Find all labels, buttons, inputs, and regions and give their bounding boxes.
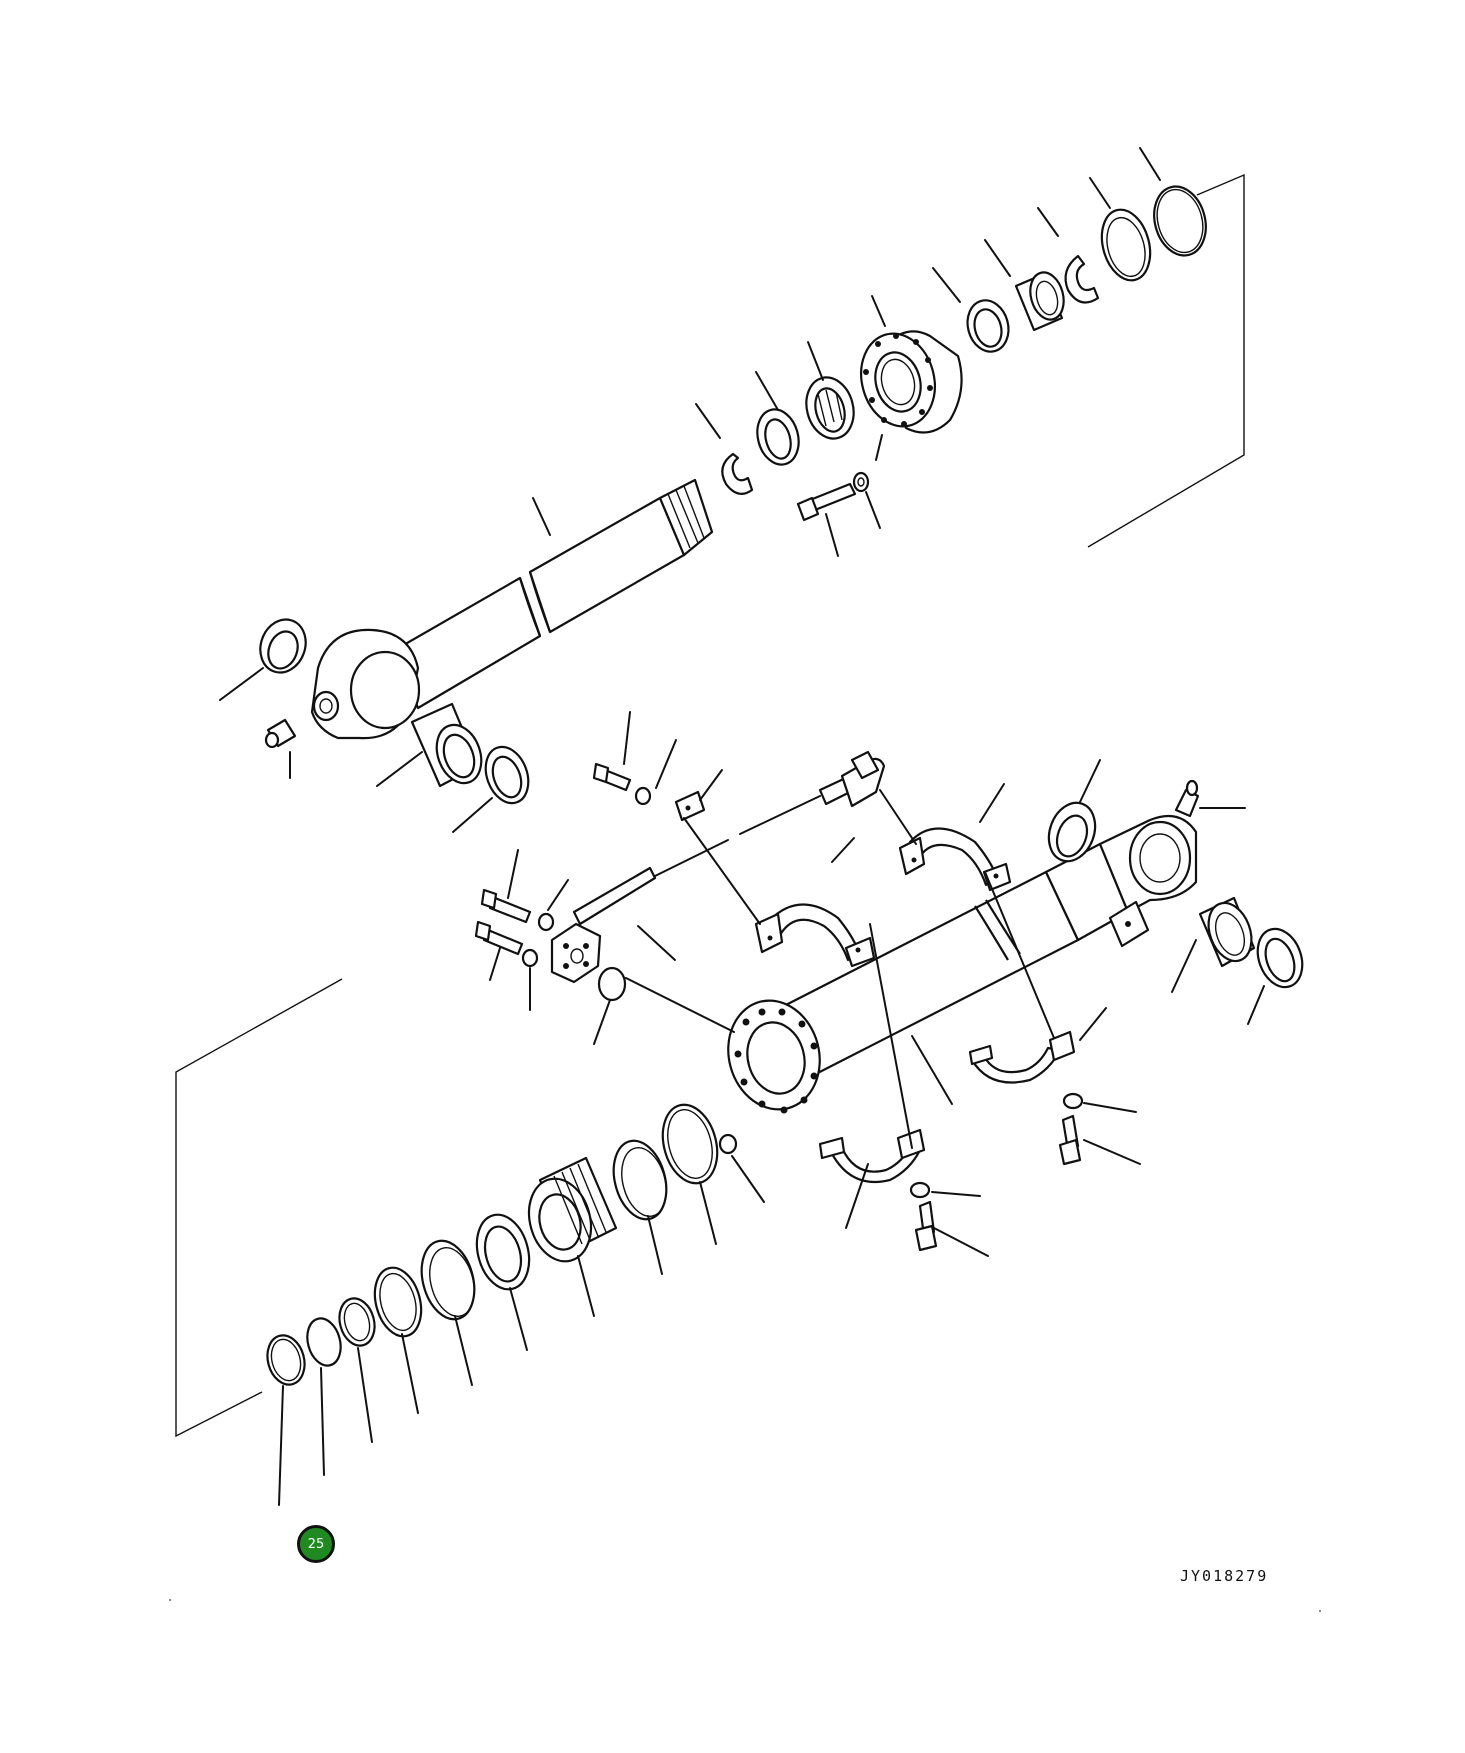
pipe-clamp-block bbox=[674, 790, 706, 822]
rod-snap-ring bbox=[721, 452, 754, 495]
flange-o-ring bbox=[597, 966, 627, 1002]
pipe-clamp-upper-right bbox=[898, 827, 1012, 892]
cylinder-head-gland bbox=[860, 330, 963, 434]
piston-wear-ring-1 bbox=[420, 1239, 476, 1321]
clamp-washer-right bbox=[1062, 1092, 1084, 1110]
piston-ring-1 bbox=[756, 408, 800, 466]
rod-eye-seal-lower bbox=[484, 745, 530, 805]
rod-eye-bushing bbox=[410, 702, 483, 788]
piston-wear-ring-2 bbox=[612, 1139, 668, 1221]
piston bbox=[527, 1156, 618, 1263]
head-seal-ring bbox=[966, 299, 1010, 353]
flange-washer-2 bbox=[521, 948, 539, 968]
grease-fitting-lower bbox=[1174, 779, 1200, 818]
hydraulic-pipe bbox=[572, 750, 886, 926]
flange-bolt-1 bbox=[480, 888, 532, 924]
head-bushing bbox=[1014, 271, 1065, 332]
pipe-clamp-lower-right bbox=[968, 1030, 1076, 1084]
upper-leader-lines bbox=[219, 147, 1161, 833]
tube-bottom-bushing bbox=[1198, 896, 1256, 968]
part-number-badge[interactable]: 25 bbox=[297, 1525, 335, 1563]
drawing-code: JY018279 bbox=[1180, 1567, 1269, 1585]
tube-bottom-seal bbox=[1256, 927, 1304, 989]
lower-frame-lines bbox=[175, 978, 343, 1438]
piston-o-ring-2 bbox=[306, 1317, 342, 1367]
flange-bolt-2 bbox=[474, 920, 524, 956]
part-number-badge-label: 25 bbox=[307, 1536, 325, 1552]
grease-fitting-upper bbox=[264, 718, 297, 749]
clamp-washer-lower bbox=[909, 1181, 931, 1199]
middle-leader-lines bbox=[489, 711, 1265, 1257]
piston-backup-ring bbox=[338, 1297, 376, 1347]
tube-plug bbox=[718, 1133, 738, 1155]
pipe-clamp-lower bbox=[818, 1128, 926, 1184]
clamp-bolt-right bbox=[1058, 1114, 1082, 1166]
head-o-ring bbox=[1153, 185, 1207, 257]
rod-eye-dust-seal bbox=[259, 618, 307, 674]
pipe-clamp-middle bbox=[754, 903, 876, 968]
head-washer bbox=[852, 471, 870, 493]
upper-frame-lines bbox=[1087, 173, 1245, 548]
washer-upper-pipe bbox=[634, 786, 652, 806]
bolt-upper-pipe bbox=[592, 762, 632, 792]
tube-end-seal-upper bbox=[1047, 801, 1097, 863]
head-bolt bbox=[796, 482, 857, 522]
head-snap-ring bbox=[1064, 254, 1100, 304]
speck-left bbox=[169, 1599, 171, 1601]
clamp-bolt-lower bbox=[914, 1200, 938, 1252]
piston-seal-ring bbox=[373, 1266, 423, 1338]
piston-rod bbox=[310, 478, 714, 740]
piston-ring-2 bbox=[805, 376, 855, 440]
cylinder-tube bbox=[727, 814, 1198, 1114]
head-backup-ring bbox=[1100, 208, 1152, 282]
flange-washer-1 bbox=[537, 912, 555, 932]
piston-o-ring-1 bbox=[266, 1334, 306, 1386]
piston-cushion-ring bbox=[475, 1213, 531, 1291]
lower-leader-lines bbox=[278, 1181, 717, 1506]
speck-right bbox=[1319, 1610, 1321, 1612]
pipe-flange bbox=[550, 922, 602, 984]
